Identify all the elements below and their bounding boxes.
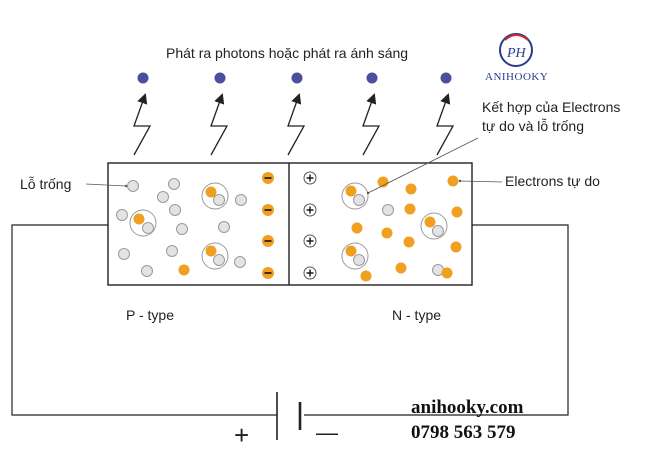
electron-callout-line [458,179,503,183]
positive-ions [303,171,317,280]
minus-circle-icon [262,267,274,279]
recombination-label-line1: Kết hợp của Electrons [482,99,620,115]
photon-emissions [133,72,455,156]
photon-dot [137,72,149,84]
battery-icon [276,392,302,440]
hole [168,178,180,190]
minus-circle-icon [262,172,274,184]
p-region-recombinations [129,182,229,270]
photon-emission [362,72,381,156]
hole [127,180,139,192]
hole-callout-line [85,183,128,188]
zigzag-arrow-icon [436,93,455,156]
hole [234,256,246,268]
recombination-pair [129,209,157,237]
recombination-pair [201,242,229,270]
hole-label: Lỗ trống [20,176,71,192]
photon-dot [214,72,226,84]
battery-plus-label: + [234,420,249,450]
recombination-pair [341,182,369,210]
electron [447,175,459,187]
photon-emission [210,72,229,156]
electron [451,206,463,218]
hole [218,221,230,233]
diagram-title: Phát ra photons hoặc phát ra ánh sáng [166,45,408,61]
n-region-particles [351,175,463,282]
circuit-wire-right [304,224,569,416]
electron [403,236,415,248]
electron [405,183,417,195]
anihooky-logo: PH ANIHOOKY [485,33,548,83]
plus-circle-icon [303,171,317,185]
recombination-pair [420,212,448,240]
zigzag-arrow-icon [287,93,306,156]
electron [381,227,393,239]
p-region-holes [116,178,247,277]
free-electrons-label: Electrons tự do [505,173,600,189]
hole [166,245,178,257]
hole [118,248,130,260]
hole [176,223,188,235]
photon-dot [366,72,378,84]
battery-minus-label: — [316,420,338,445]
plus-circle-icon [303,203,317,217]
electron [377,176,389,188]
electron [351,222,363,234]
photon-emission [287,72,306,156]
photon-emission [133,72,152,156]
zigzag-arrow-icon [362,93,381,156]
electron [395,262,407,274]
plus-circle-icon [303,234,317,248]
electron [178,264,190,276]
zigzag-arrow-icon [133,93,152,156]
zigzag-arrow-icon [210,93,229,156]
logo-name: ANIHOOKY [485,71,548,83]
hole [169,204,181,216]
photon-dot [440,72,452,84]
logo-monogram: PH [506,46,527,61]
recombination-label-line2: tự do và lỗ trống [482,118,584,134]
semiconductor-block [107,162,473,286]
negative-ions [262,172,274,279]
recombination-pair [201,182,229,210]
watermark-site: anihooky.com [411,397,524,418]
electron [360,270,372,282]
hole [141,265,153,277]
plus-circle-icon [303,266,317,280]
hole [157,191,169,203]
circuit-wire-left [11,224,277,416]
electron [441,267,453,279]
n-type-label: N - type [392,307,441,323]
electron [450,241,462,253]
minus-circle-icon [262,235,274,247]
hole [382,204,394,216]
n-region-recombinations [341,182,448,270]
recombination-pair [341,242,369,270]
electron [404,203,416,215]
minus-circle-icon [262,204,274,216]
watermark-phone: 0798 563 579 [411,422,516,443]
hole [116,209,128,221]
hole [235,194,247,206]
photon-dot [291,72,303,84]
photon-emission [436,72,455,156]
recombination-callout-line [366,137,479,195]
p-type-label: P - type [126,307,174,323]
